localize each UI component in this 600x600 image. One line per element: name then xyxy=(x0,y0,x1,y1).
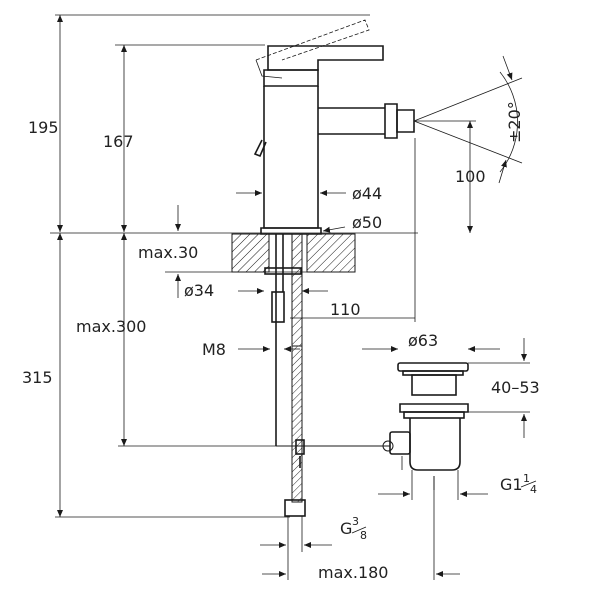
dim-m8: M8 xyxy=(202,340,300,359)
dim-max300-label: max.300 xyxy=(76,317,146,336)
dim-range-label: 40–53 xyxy=(491,378,540,397)
dim-167: 167 xyxy=(103,44,265,232)
dim-angle-label: ±20° xyxy=(505,101,524,143)
dim-167-label: 167 xyxy=(103,132,134,151)
dim-g1-den: 4 xyxy=(530,483,537,496)
dim-max30-label: max.30 xyxy=(138,243,198,262)
flexible-hose xyxy=(275,330,306,520)
dim-g3-num: 3 xyxy=(352,515,359,528)
popup-rod xyxy=(276,439,394,468)
dim-d63-label: ø63 xyxy=(408,331,438,350)
dim-d50: ø50 xyxy=(322,213,382,233)
dim-195: 195 xyxy=(28,14,370,232)
dim-195-label: 195 xyxy=(28,118,59,137)
dim-100-label: 100 xyxy=(455,167,486,186)
dim-110-label: 110 xyxy=(330,300,361,319)
dim-d63: ø63 xyxy=(362,331,500,352)
dim-m8-label: M8 xyxy=(202,340,226,359)
dim-g1: G1 1 4 xyxy=(378,470,537,500)
dim-d34: ø34 xyxy=(184,281,328,300)
dim-g1-num: 1 xyxy=(523,472,530,485)
dim-range: 40–53 xyxy=(468,338,540,438)
dim-g3: G 3 8 xyxy=(260,515,367,580)
dim-g3-label: G xyxy=(340,519,352,538)
dim-angle: ±20° xyxy=(413,55,524,184)
fixing-shank xyxy=(264,233,303,347)
dim-d44-label: ø44 xyxy=(352,184,382,203)
dim-max30: max.30 xyxy=(138,205,232,298)
dim-d50-label: ø50 xyxy=(352,213,382,232)
dim-g3-den: 8 xyxy=(360,529,367,542)
dim-max300: max.300 xyxy=(76,233,300,447)
faucet-body xyxy=(253,19,415,235)
dim-110: 110 xyxy=(290,138,416,322)
dim-100: 100 xyxy=(414,120,486,233)
dim-315-label: 315 xyxy=(22,368,53,387)
dim-max180-label: max.180 xyxy=(318,563,388,582)
waste-drain xyxy=(389,362,469,490)
dim-max180: max.180 xyxy=(262,490,460,582)
counter-top xyxy=(231,233,356,273)
dim-315: 315 xyxy=(22,233,290,518)
dim-d34-label: ø34 xyxy=(184,281,214,300)
dim-d44: ø44 xyxy=(236,184,382,203)
dim-g1-label: G1 xyxy=(500,475,523,494)
